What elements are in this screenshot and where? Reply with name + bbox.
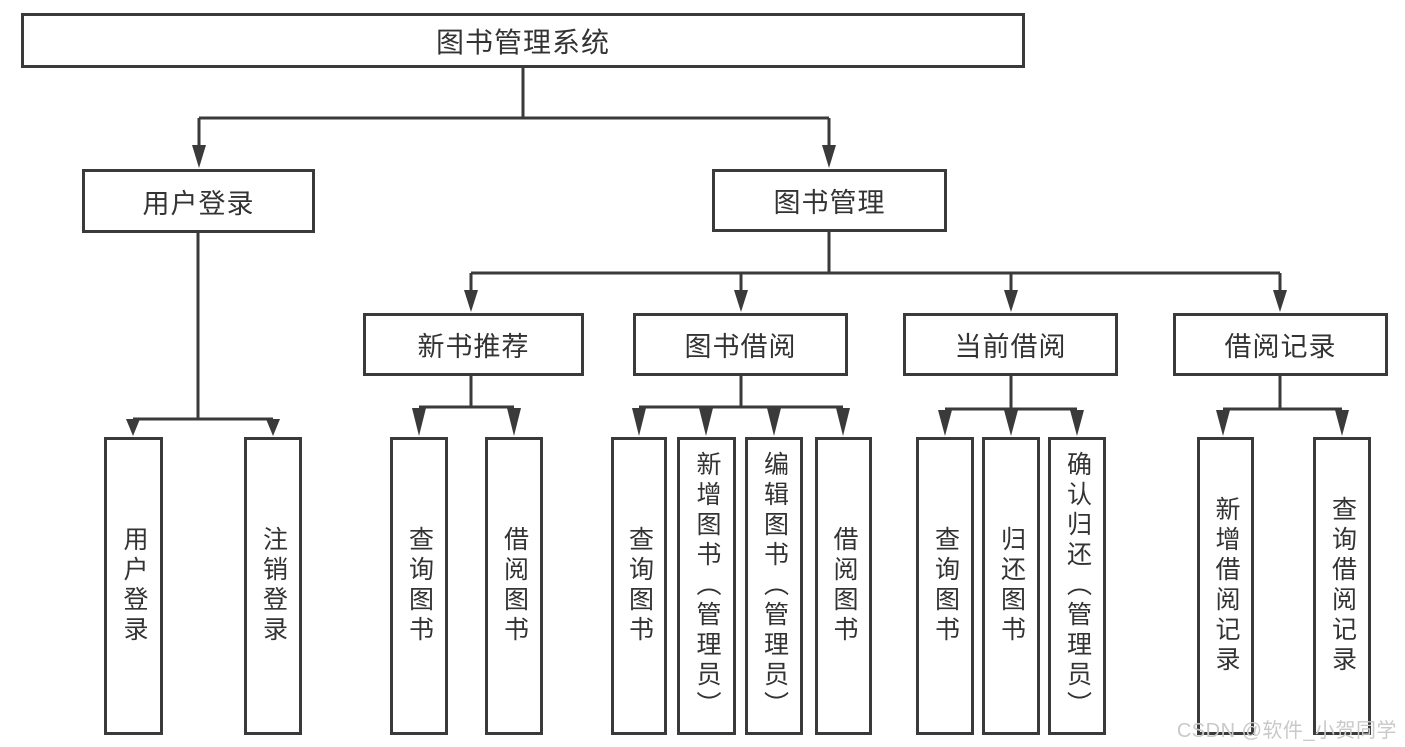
node-label: 查询图书 (931, 526, 960, 646)
node-borrowing-records: 借阅记录 (1173, 313, 1388, 376)
node-book-management-system: 图书管理系统 (21, 13, 1025, 68)
leaf-borrow-books-recommend: 借阅图书 (485, 437, 543, 735)
node-label: 用户登录 (142, 188, 255, 219)
node-book-borrowing: 图书借阅 (633, 313, 848, 376)
csdn-watermark: CSDN @软件_小贺同学 (1176, 720, 1397, 742)
node-label: 编辑图书（管理员） (760, 451, 789, 721)
leaf-edit-book-admin: 编辑图书（管理员） (745, 437, 803, 735)
leaf-query-borrow-record: 查询借阅记录 (1313, 437, 1371, 735)
node-label: 确认归还（管理员） (1063, 451, 1092, 721)
leaf-query-books-current: 查询图书 (916, 437, 974, 735)
node-current-borrowing: 当前借阅 (903, 313, 1118, 376)
node-label: 新增借阅记录 (1212, 496, 1240, 676)
node-label: 借阅图书 (500, 526, 529, 646)
node-label: 查询借阅记录 (1328, 496, 1357, 676)
leaf-add-book-admin: 新增图书（管理员） (677, 437, 736, 735)
node-label: 图书管理 (773, 188, 886, 218)
node-book-management: 图书管理 (712, 169, 947, 232)
node-label: 查询图书 (625, 526, 654, 646)
leaf-borrow-books: 借阅图书 (815, 437, 872, 735)
node-label: 归还图书 (997, 526, 1026, 646)
node-user-login: 用户登录 (82, 169, 315, 233)
node-label: 查询图书 (405, 526, 434, 646)
node-new-book-recommend: 新书推荐 (363, 313, 584, 376)
leaf-query-books-recommend: 查询图书 (390, 437, 448, 735)
node-label: 当前借阅 (954, 332, 1067, 362)
node-label: 新书推荐 (417, 332, 530, 362)
node-label: 图书借阅 (684, 332, 797, 362)
node-label: 借阅图书 (830, 526, 858, 646)
node-label: 注销登录 (259, 526, 288, 646)
node-label: 图书管理系统 (435, 26, 610, 58)
node-label: 借阅记录 (1224, 332, 1337, 362)
leaf-confirm-return-admin: 确认归还（管理员） (1048, 437, 1106, 735)
node-label: 新增图书（管理员） (693, 451, 721, 721)
leaf-user-login: 用户登录 (104, 437, 163, 735)
leaf-query-books-borrow: 查询图书 (611, 437, 667, 735)
leaf-add-borrow-record: 新增借阅记录 (1197, 437, 1254, 735)
leaf-return-books: 归还图书 (982, 437, 1040, 735)
leaf-logout: 注销登录 (244, 437, 302, 735)
node-label: 用户登录 (120, 526, 148, 646)
